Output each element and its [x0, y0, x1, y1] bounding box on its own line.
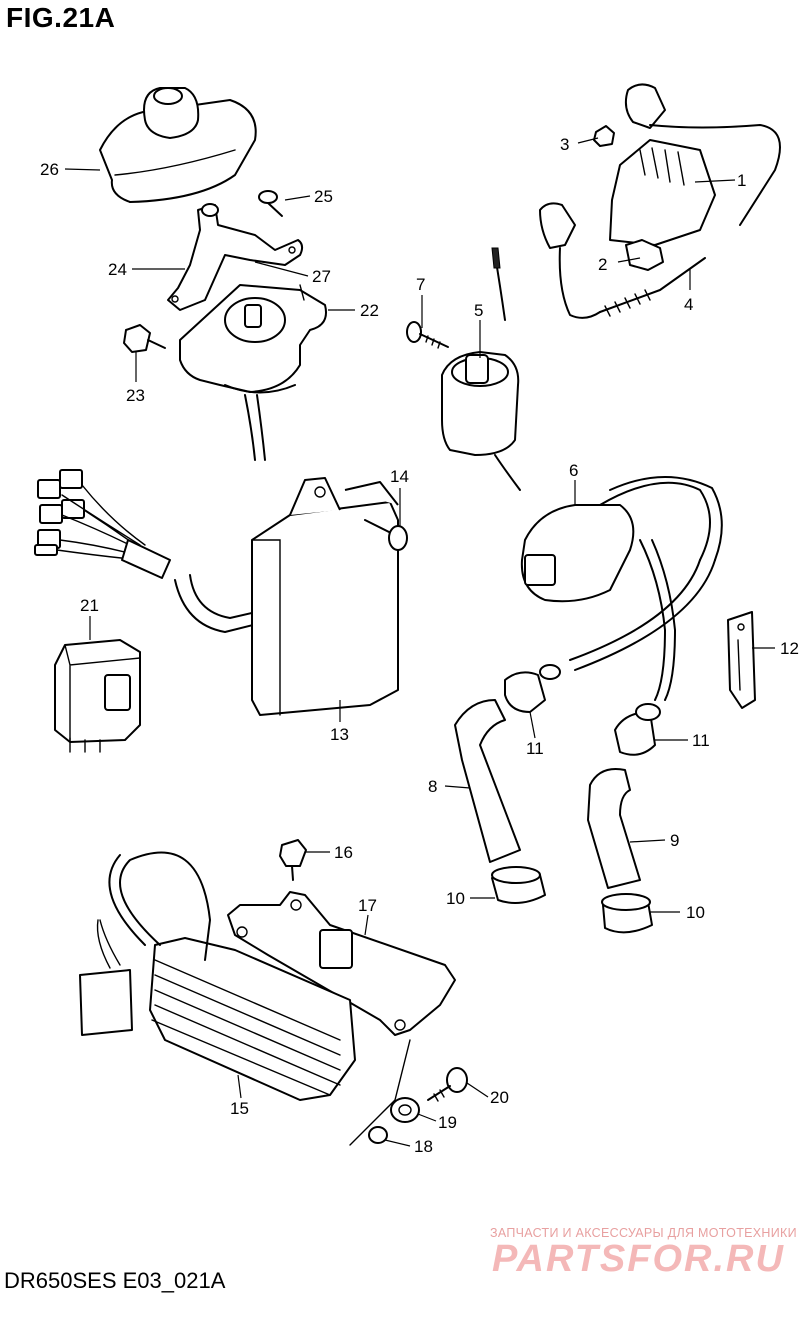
- callout-10-left: 10: [446, 889, 465, 908]
- callout-26: 26: [40, 160, 59, 179]
- callout-1: 1: [737, 171, 746, 190]
- callout-7: 7: [416, 275, 425, 294]
- part-17-bracket: [227, 891, 456, 1036]
- part-15-regulator: [79, 851, 356, 1101]
- callout-4: 4: [684, 295, 693, 314]
- callout-14: 14: [390, 467, 409, 486]
- callout-17: 17: [358, 896, 377, 915]
- wire-harness: [34, 469, 266, 633]
- leader-lines: [64, 137, 775, 1147]
- part-10-cap-left: [491, 866, 546, 905]
- part-21-relay: [54, 639, 141, 753]
- callout-22: 22: [360, 301, 379, 320]
- callout-11-left: 11: [526, 739, 544, 758]
- callout-8: 8: [428, 777, 437, 796]
- callout-19: 19: [438, 1113, 457, 1132]
- part-2-bolt: [625, 239, 664, 271]
- callout-5: 5: [474, 301, 483, 320]
- part-27-screw: [299, 284, 305, 301]
- callout-6: 6: [569, 461, 578, 480]
- part-10-cap-right: [601, 893, 653, 934]
- part-7-bolt: [406, 321, 449, 349]
- watermark-tagline: ЗАПЧАСТИ И АКСЕССУАРЫ ДЛЯ МОТОТЕХНИКИ: [490, 1226, 797, 1240]
- callout-labels: 1 2 3 4 5 6 7 8 9 10 10 11 11 12 13 14 1…: [40, 135, 799, 1156]
- part-23-bolt: [123, 324, 166, 353]
- callout-16: 16: [334, 843, 353, 862]
- figure-code: DR650SES E03_021A: [4, 1268, 226, 1293]
- part-20-bolt: [427, 1067, 468, 1102]
- callout-12: 12: [780, 639, 799, 658]
- callout-20: 20: [490, 1088, 509, 1107]
- callout-9: 9: [670, 831, 679, 850]
- part-25-bolt: [258, 190, 283, 217]
- part-8-plug-cap: [454, 699, 521, 863]
- part-11-cap-left: [504, 664, 561, 713]
- part-6-ignition-coil: [520, 476, 723, 701]
- callout-10-right: 10: [686, 903, 705, 922]
- part-16-bolt: [279, 839, 307, 881]
- part-13-cdi-unit: [251, 477, 399, 716]
- callout-21: 21: [80, 596, 99, 615]
- callout-15: 15: [230, 1099, 249, 1118]
- part-5-ignition-coil: [441, 247, 521, 491]
- part-3-nut: [593, 125, 615, 147]
- callout-2: 2: [598, 255, 607, 274]
- part-26-rubber-cover: [99, 87, 257, 203]
- mounting-guide-lines: [349, 1039, 411, 1146]
- part-19-grommet: [390, 1097, 420, 1123]
- callout-18: 18: [414, 1137, 433, 1156]
- figure-title: FIG.21A: [6, 2, 116, 33]
- callout-11-right: 11: [692, 731, 710, 750]
- part-9-plug-cap: [587, 768, 641, 889]
- part-12-clamp: [727, 611, 756, 709]
- part-1-starter-relay: [609, 83, 781, 246]
- callout-27: 27: [312, 267, 331, 286]
- part-22-ignition-switch: [179, 284, 327, 461]
- part-14-bolt: [364, 519, 408, 551]
- part-11-cap-right: [614, 703, 661, 756]
- part-24-bracket: [167, 203, 304, 311]
- callout-13: 13: [330, 725, 349, 744]
- callout-25: 25: [314, 187, 333, 206]
- callout-23: 23: [126, 386, 145, 405]
- callout-3: 3: [560, 135, 569, 154]
- part-18-collar: [368, 1126, 388, 1144]
- callout-24: 24: [108, 260, 127, 279]
- watermark-brand: PARTSFOR.RU: [492, 1238, 785, 1280]
